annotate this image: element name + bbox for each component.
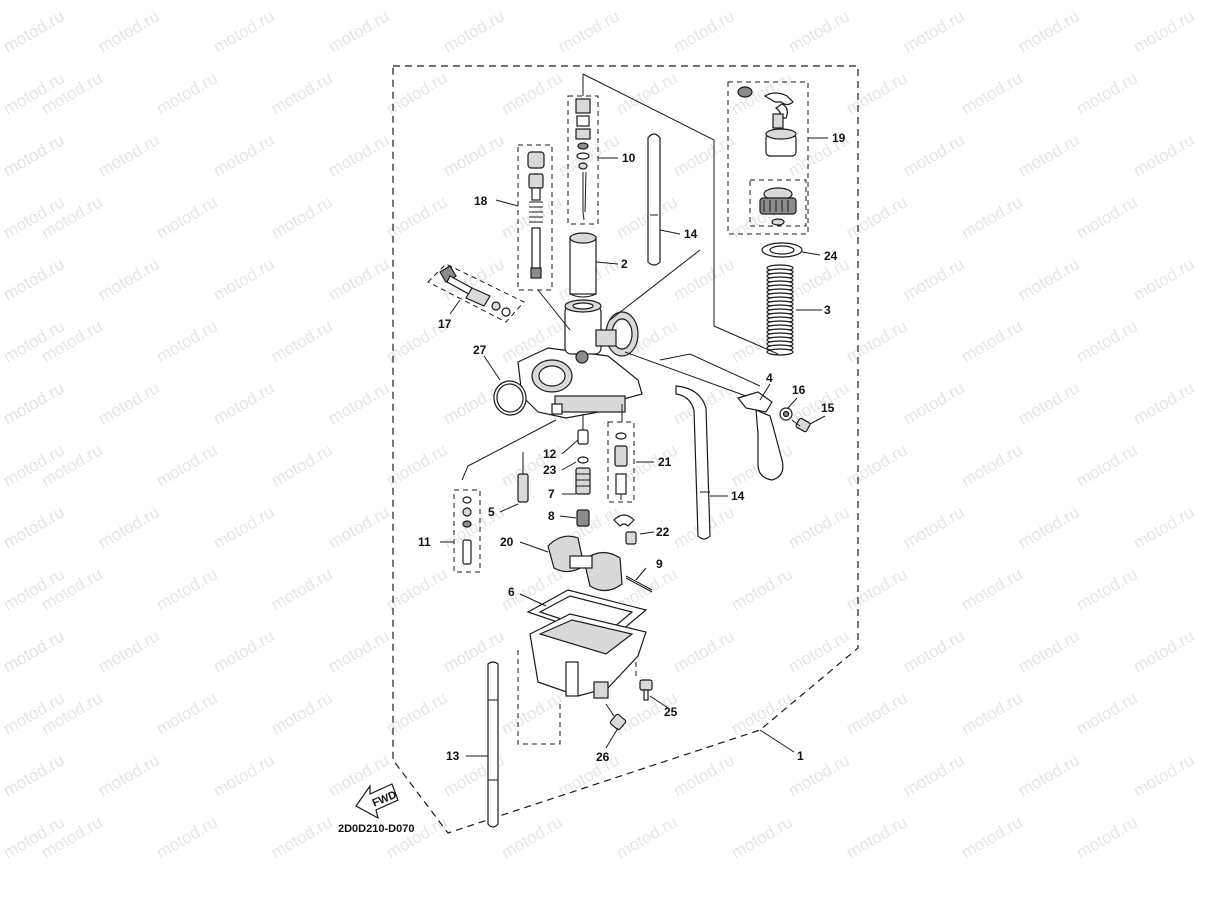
callout-23: 23 <box>543 463 557 477</box>
callout-24: 24 <box>824 249 838 263</box>
spring-coil <box>766 348 794 356</box>
carburetor-body <box>517 299 643 419</box>
callout-19: 19 <box>832 131 846 145</box>
callout-21: 21 <box>658 455 672 469</box>
part-23-o-ring <box>577 456 589 464</box>
callout-10: 10 <box>622 151 636 165</box>
callout-3: 3 <box>824 303 831 317</box>
part-22-clip-and-screw <box>613 514 637 545</box>
part-15-screw <box>791 417 811 433</box>
callout-labels: 1 2 3 4 5 6 7 8 9 10 11 12 13 14 14 15 1… <box>418 131 846 764</box>
part-14-overflow-hose-upper <box>647 133 661 266</box>
fwd-arrow: FWD <box>355 783 399 820</box>
callout-6: 6 <box>508 585 515 599</box>
float-bowl <box>529 613 647 699</box>
callout-17: 17 <box>438 317 452 331</box>
callout-15: 15 <box>821 401 835 415</box>
connector-lines <box>461 73 779 745</box>
callout-22: 22 <box>656 525 670 539</box>
callout-4: 4 <box>766 371 773 385</box>
part-2-throttle-valve <box>569 232 597 298</box>
callout-25: 25 <box>664 705 678 719</box>
callout-12: 12 <box>543 447 557 461</box>
callout-13: 13 <box>446 749 460 763</box>
callout-14-lower: 14 <box>731 489 745 503</box>
part-11-jet-set <box>453 489 481 573</box>
part-12-needle-jet <box>577 414 589 445</box>
part-10-needle-assembly <box>567 95 599 225</box>
callout-18: 18 <box>474 194 488 208</box>
diagram-code: 2D0D210-D070 <box>338 823 414 835</box>
callout-20: 20 <box>500 535 514 549</box>
callout-11: 11 <box>418 535 431 549</box>
part-17-pilot-screw-set <box>427 263 525 323</box>
callout-7: 7 <box>548 487 555 501</box>
part-25-screw <box>639 679 653 701</box>
part-24-washer <box>761 242 803 258</box>
part-26-drain-screw <box>605 703 627 731</box>
part-5-pilot-jet <box>517 452 529 503</box>
callout-16: 16 <box>792 383 806 397</box>
part-14-overflow-hose-lower <box>675 385 711 540</box>
part-9-float-pin <box>625 575 653 593</box>
part-16-washer <box>779 407 793 421</box>
callout-8: 8 <box>548 509 555 523</box>
callout-27: 27 <box>473 343 487 357</box>
part-18-starter-plunger <box>517 144 553 291</box>
part-19-top-cap-assembly <box>727 81 809 235</box>
part-13-drain-hose <box>487 661 499 828</box>
callout-2: 2 <box>621 257 628 271</box>
callout-leaders <box>440 137 828 757</box>
callout-9: 9 <box>656 557 663 571</box>
callout-5: 5 <box>488 505 495 519</box>
callout-14-upper: 14 <box>684 227 698 241</box>
part-4-throttle-bracket <box>736 391 784 481</box>
part-3-spring <box>766 264 794 356</box>
part-27-o-ring <box>493 380 527 416</box>
part-20-float <box>547 535 623 592</box>
part-8-main-jet <box>576 509 590 527</box>
part-7-main-nozzle <box>575 467 591 495</box>
callout-1: 1 <box>797 749 804 763</box>
part-21-float-valve-set <box>607 421 635 503</box>
callout-26: 26 <box>596 750 610 764</box>
